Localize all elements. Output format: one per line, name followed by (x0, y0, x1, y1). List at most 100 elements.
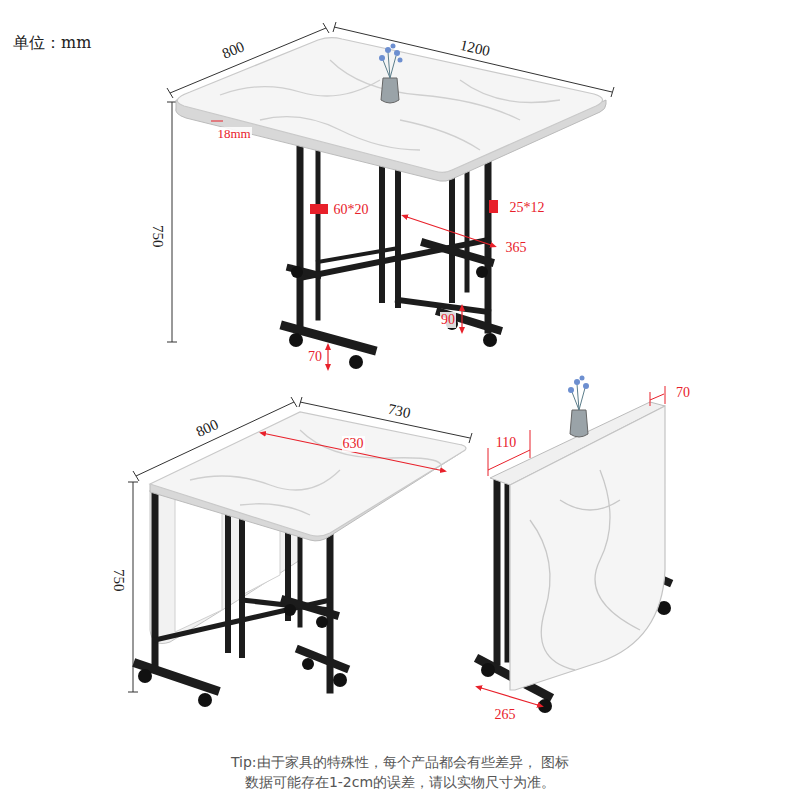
red-markers-part (650, 392, 651, 406)
vase-part-part (391, 44, 396, 49)
dimension-lines-part (133, 482, 134, 692)
folded-top-part (530, 470, 640, 670)
dimension-lines (167, 22, 614, 342)
dimension-lines-part (291, 397, 297, 407)
vase (379, 44, 403, 104)
red-markers-part (461, 307, 462, 331)
table-frame-part (379, 165, 385, 300)
dimension-value: 365 (505, 240, 528, 255)
red-markers-part (489, 200, 498, 213)
red-markers-part (488, 448, 489, 476)
folded-top-part-part (530, 520, 575, 670)
casters-part (198, 693, 212, 707)
casters-part (476, 266, 488, 278)
dimension-lines-part (167, 342, 177, 343)
tabletop-part (190, 430, 441, 515)
dimension-lines-part (333, 22, 336, 32)
table-frame-part (494, 482, 501, 662)
table-frame-part (316, 152, 321, 318)
casters-part (333, 673, 347, 687)
table-frame-part (285, 600, 335, 615)
casters-part (289, 333, 303, 347)
dimension-value: 110 (495, 435, 517, 450)
vase-part (379, 44, 403, 63)
dimension-value: 730 (385, 400, 412, 421)
dimension-value: 265 (494, 707, 517, 722)
table-frame-part (425, 243, 490, 262)
casters-part (349, 355, 363, 369)
red-markers-part (327, 346, 328, 368)
red-markers-part (478, 687, 541, 706)
tabletop (176, 38, 606, 182)
dimension-lines-part (128, 692, 138, 693)
dimension-value: 70 (307, 349, 323, 364)
dimension-lines-part (133, 471, 139, 481)
red-markers-part (650, 394, 664, 400)
red-markers-part (665, 386, 666, 404)
casters-part (483, 333, 497, 347)
red-markers-part (310, 204, 328, 214)
tabletop-part-part (220, 80, 380, 96)
dimension-value: 18mm (216, 127, 251, 141)
casters-part (481, 663, 495, 677)
dimension-value: 70 (675, 385, 691, 400)
dimension-lines (128, 397, 472, 692)
vase-part-part (390, 56, 396, 78)
tabletop-part-part (300, 430, 441, 470)
tabletop-part (177, 38, 602, 173)
tabletop-part-part (460, 80, 560, 103)
dimension-lines-part (469, 433, 472, 443)
table-frame-part (505, 486, 510, 660)
table-frame-part (318, 248, 398, 262)
tabletop (150, 412, 466, 541)
table-frame-part (300, 240, 488, 278)
red-markers (262, 433, 444, 471)
casters (138, 604, 347, 707)
red-markers-part (530, 430, 531, 458)
red-markers-part (262, 433, 444, 471)
vase-part-part (572, 392, 579, 410)
table-frame-part (395, 168, 401, 305)
red-markers-part (211, 121, 223, 122)
table-frame-part (440, 312, 498, 330)
folded-top-part-part (560, 500, 620, 510)
vase (568, 376, 589, 438)
vase-part-part (379, 55, 385, 61)
vase-part (572, 384, 585, 410)
folded-top-part (510, 406, 665, 690)
vase-part-part (394, 50, 400, 56)
tabletop-part-part (190, 470, 340, 490)
tabletop-part-part (260, 117, 420, 150)
dimension-lines-part (128, 482, 138, 483)
casters-part (316, 616, 328, 628)
dimension-value: 800 (219, 38, 248, 63)
casters-part (291, 266, 303, 278)
vase-part-part (579, 388, 585, 410)
caption-box: Tip:由于家具的特殊性，每个产品都会有些差异， 图标数据可能存在1-2cm的误… (0, 752, 800, 793)
dimension-value: 630 (342, 436, 365, 451)
tabletop-part-part (400, 120, 480, 150)
folded-top (490, 402, 665, 690)
caption: Tip:由于家具的特殊性，每个产品都会有些差异， 图标数据可能存在1-2cm的误… (228, 752, 573, 793)
tabletop-part (150, 412, 466, 536)
dimension-value: 25*12 (509, 200, 546, 215)
table-frame-part (239, 518, 245, 655)
vase-part (383, 52, 396, 78)
vase-part-part (383, 60, 390, 78)
red-markers (211, 121, 498, 368)
dimension-lines-part (611, 87, 614, 97)
vase-part (381, 78, 399, 103)
dimension-value: 60*20 (333, 202, 370, 217)
table-frame-part (138, 664, 215, 690)
tabletop-part-part (330, 60, 520, 120)
dimension-value: 750 (110, 568, 127, 593)
casters-part (302, 658, 314, 670)
vase-part-part (398, 58, 403, 63)
dimension-lines-part (172, 102, 173, 342)
casters-part (138, 669, 152, 683)
dimension-value: 1200 (458, 36, 493, 59)
dimension-value: 750 (149, 224, 166, 249)
dimension-lines-part (167, 88, 173, 98)
tabletop-part-part (240, 504, 310, 515)
